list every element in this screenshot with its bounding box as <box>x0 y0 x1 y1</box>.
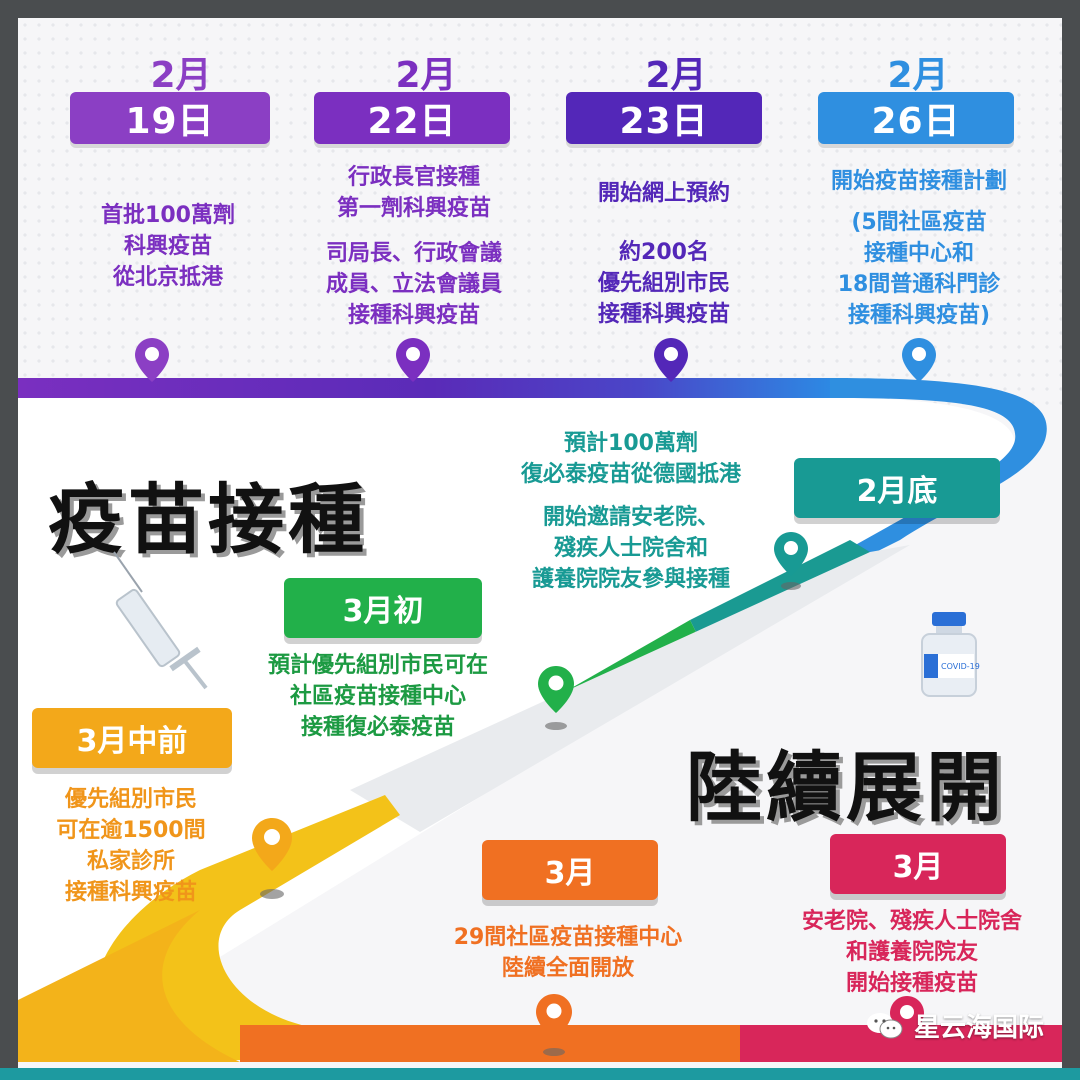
day-badge-2: 22日 <box>314 92 510 144</box>
title-rolling-out: 陸續展開 <box>686 743 1006 832</box>
phase-mid-mar-text: 優先組別市民可在逾1500間私家診所接種科興疫苗 <box>56 787 206 905</box>
syringe-icon <box>113 551 208 690</box>
event-19-text: 首批100萬劑科興疫苗從北京抵港 <box>101 203 235 290</box>
day-badge-4: 26日 <box>818 92 1014 144</box>
phase-early-mar-badge: 3月初 <box>284 578 482 638</box>
location-pin-icon <box>654 338 688 382</box>
watermark-text: 星云海国际 <box>913 1013 1044 1043</box>
infographic-canvas: 2月 19日 2月 22日 2月 23日 2月 26日 首批100萬劑科興疫苗從… <box>18 18 1062 1070</box>
month-label-1: 2月 <box>150 55 212 96</box>
event-23-text: 開始網上預約 約200名優先組別市民接種科興疫苗 <box>597 181 730 327</box>
phase-mar-orange-text: 29間社區疫苗接種中心陸續全面開放 <box>453 925 683 981</box>
phase-mar-red-badge: 3月 <box>830 834 1006 894</box>
watermark: 星云海国际 <box>866 1007 1044 1044</box>
day-badge-1: 19日 <box>70 92 270 144</box>
day-badge-3: 23日 <box>566 92 762 144</box>
phase-end-feb-badge: 2月底 <box>794 458 1000 518</box>
phase-early-mar-text: 預計優先組別市民可在社區疫苗接種中心接種復必泰疫苗 <box>267 653 488 740</box>
location-pin-icon <box>902 338 936 382</box>
phase-mar-orange-badge: 3月 <box>482 840 658 900</box>
location-pin-icon <box>252 818 292 899</box>
month-label-2: 2月 <box>395 55 457 96</box>
phase-mar-red-text: 安老院、殘疾人士院舍和護養院院友開始接種疫苗 <box>801 909 1022 996</box>
location-pin-icon <box>396 338 430 382</box>
phase-end-feb-text: 預計100萬劑復必泰疫苗從德國抵港 開始邀請安老院、殘疾人士院舍和護養院院友參與… <box>520 431 741 592</box>
month-label-4: 2月 <box>887 55 949 96</box>
wechat-icon <box>866 1012 903 1038</box>
halftone-background <box>18 18 1062 408</box>
title-vaccination: 疫苗接種 <box>48 475 368 564</box>
phase-mid-mar-badge: 3月中前 <box>32 708 232 768</box>
vial-label: COVID-19 <box>941 662 980 671</box>
location-pin-icon <box>536 994 572 1056</box>
location-pin-icon <box>538 666 574 730</box>
vaccine-vial-icon: COVID-19 <box>921 612 980 697</box>
footer-strip <box>0 1068 1080 1080</box>
month-label-3: 2月 <box>645 55 707 96</box>
event-22-text: 行政長官接種第一劑科興疫苗 司局長、行政會議成員、立法會議員接種科興疫苗 <box>325 165 502 328</box>
location-pin-icon <box>774 532 808 590</box>
location-pin-icon <box>135 338 169 382</box>
